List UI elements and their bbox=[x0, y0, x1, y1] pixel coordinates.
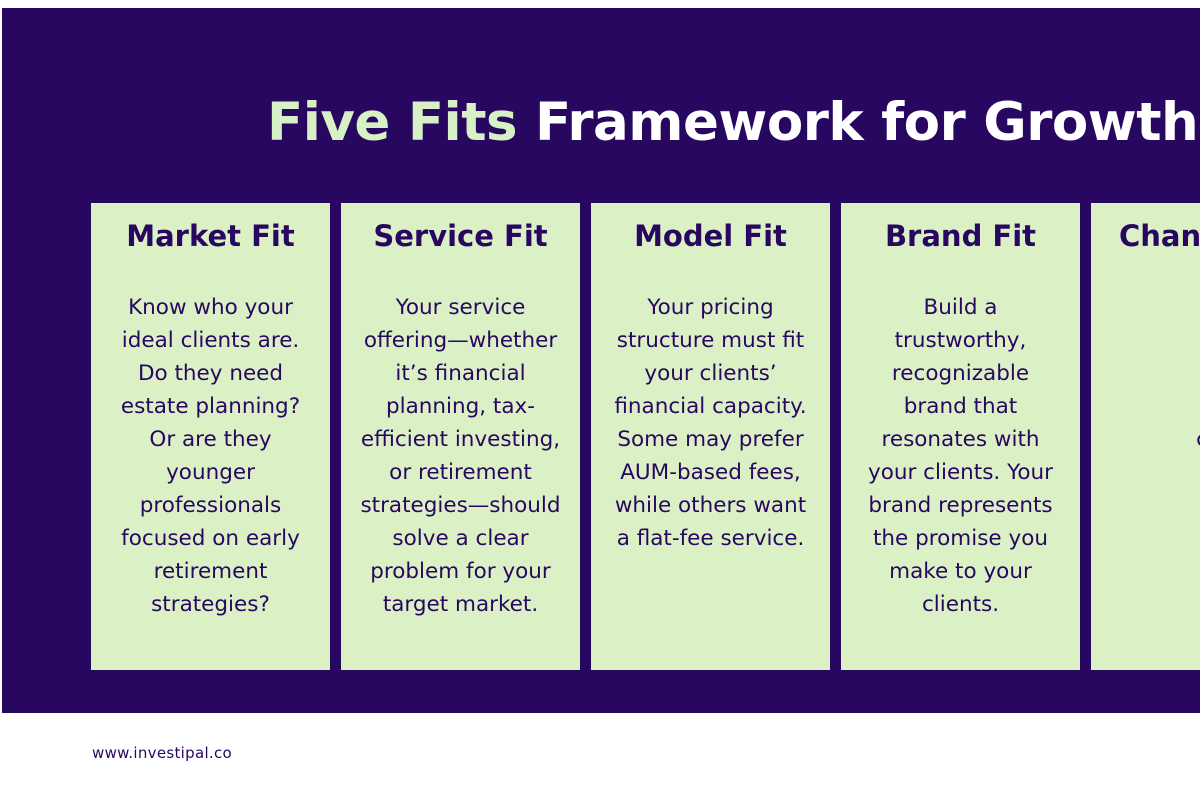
card-title: Market Fit bbox=[126, 219, 295, 253]
card-title: Model Fit bbox=[634, 219, 787, 253]
card-body: Build a trustworthy, recognizable brand … bbox=[868, 295, 1053, 617]
card-body: Ident mar chann delive consiste as re Li… bbox=[1081, 291, 1200, 588]
card-model-fit: Model Fit Your pricing structure must fi… bbox=[591, 203, 830, 670]
card-title: Brand Fit bbox=[884, 219, 1037, 253]
card-brand-fit: Brand Fit Build a trustworthy, recogniza… bbox=[841, 203, 1080, 670]
fit-cards: Market Fit Know who your ideal clients a… bbox=[91, 203, 1200, 670]
title-rest: Framework for Growth bbox=[517, 92, 1199, 153]
card-market-fit: Market Fit Know who your ideal clients a… bbox=[91, 203, 330, 670]
footer-website-link[interactable]: www.investipal.co bbox=[92, 744, 233, 762]
card-title: Service Fit bbox=[373, 219, 548, 253]
card-body: Your pricing structure must fit your cli… bbox=[614, 295, 807, 551]
card-service-fit: Service Fit Your service offering—whethe… bbox=[341, 203, 580, 670]
card-body: Your service offering—whether it’s finan… bbox=[360, 295, 561, 617]
card-body: Know who your ideal clients are. Do they… bbox=[120, 295, 301, 617]
title-accent: Five Fits bbox=[267, 92, 518, 153]
page-title: Five Fits Framework for Growth bbox=[267, 88, 1199, 158]
card-channel-fit: Chan Ident mar chann delive consiste as … bbox=[1091, 203, 1200, 670]
card-title: Chan bbox=[1119, 219, 1200, 253]
